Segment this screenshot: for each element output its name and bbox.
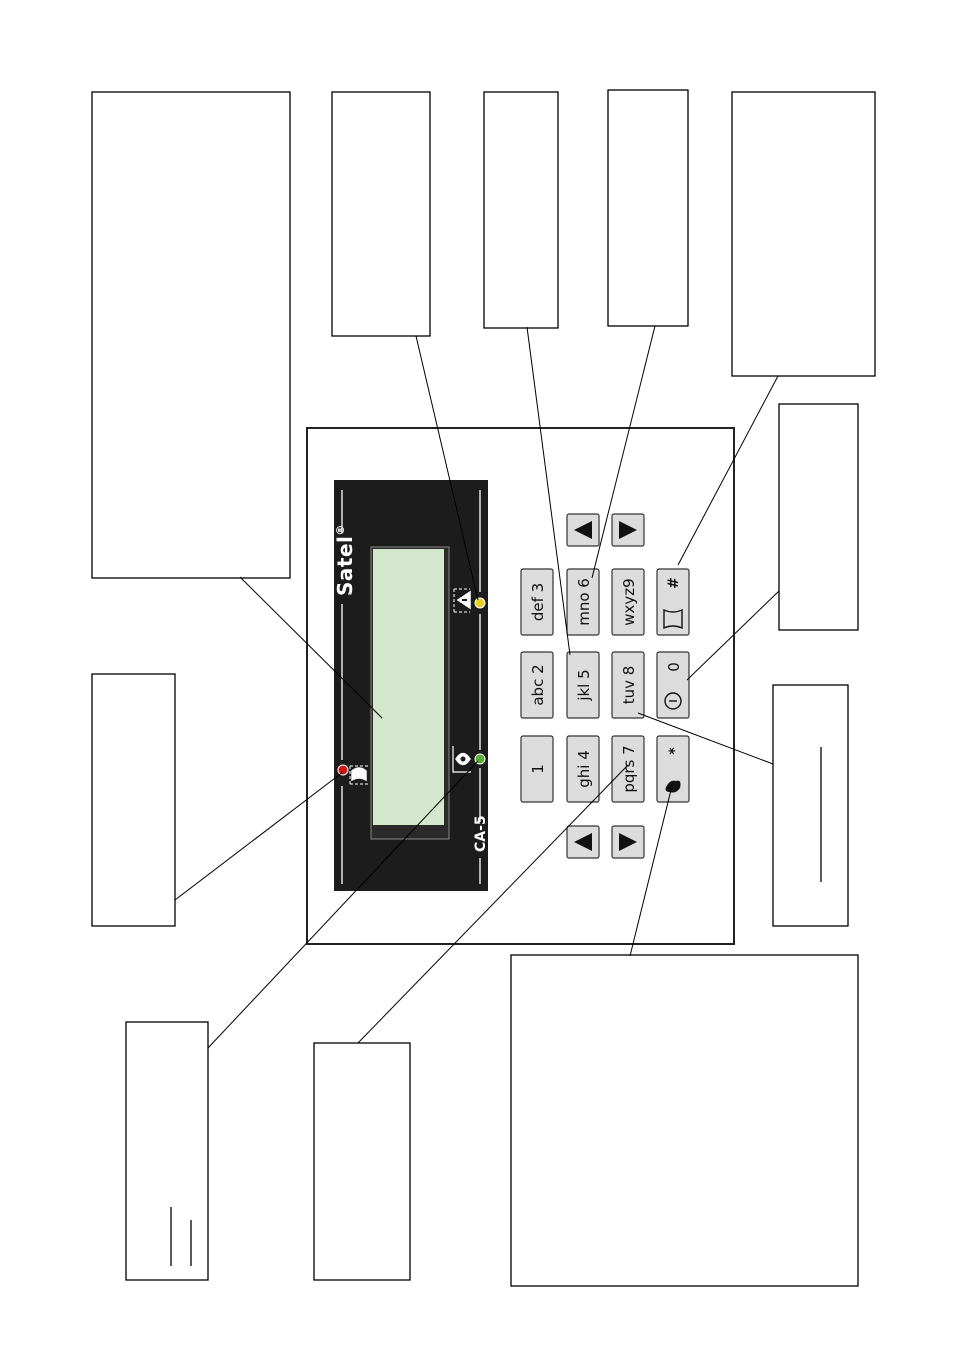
key-7[interactable] [611,735,645,803]
key-star[interactable] [656,735,690,803]
leader-key-7 [357,764,629,1044]
key-8[interactable] [611,651,645,719]
panic-icon [664,692,682,710]
alarm-led [337,764,349,776]
armed-eye-icon [452,746,471,773]
key-4-label: ghi 4 [575,750,593,788]
lcd-screen [373,549,444,825]
callout-box-star-key [510,954,859,1287]
key-0-label: 0 [665,662,683,672]
callout-box-alarm-led [91,673,176,927]
arrow-glyphs [574,521,637,851]
callout-box-key-5 [483,91,559,329]
leader-lcd [239,576,383,719]
fire-icon [665,780,681,793]
key-6-label: mno 6 [575,578,593,626]
key-3[interactable] [520,568,554,636]
arrow-right-icon [619,521,637,539]
callout-box-lcd-display [91,91,291,579]
key-1[interactable] [520,735,554,803]
key-hash[interactable] [656,568,690,636]
partial-arm-icon [663,608,683,630]
callout-box-trouble-led [331,91,431,337]
leader-key-5 [526,326,571,656]
box-rule-marks [170,747,822,1266]
callout-box-key-6 [607,89,689,327]
arrow-left-icon [574,521,592,539]
key-4[interactable] [566,735,600,803]
leader-hash-key [677,375,779,566]
key-9[interactable] [611,568,645,636]
leader-alarm-led [174,771,344,901]
key-7-label: pqrs 7 [620,745,638,792]
alarm-bell-icon [349,765,368,785]
callout-box-key-0 [778,403,859,631]
callout-box-armed-led [125,1021,209,1281]
model-label: CA-5 [473,815,489,852]
leader-lines [174,325,780,1049]
brand-logo: Satel® [333,524,357,596]
key-8-label: tuv 8 [620,666,638,705]
callout-boxes [91,89,876,1287]
trouble-warning-icon [453,588,471,613]
key-9-label: wxyz9 [620,578,638,625]
callout-box-key-7 [313,1042,411,1281]
callout-box-key-8 [772,684,849,927]
key-star-label: * [667,747,683,755]
leader-trouble-led [415,335,479,601]
key-5[interactable] [566,651,600,719]
key-1-label: 1 [529,764,547,774]
leader-armed-led [207,760,479,1049]
callout-box-hash-key [731,91,876,377]
key-hash-label: # [666,577,682,589]
key-2-label: abc 2 [529,664,547,705]
key-5-label: jkl 5 [575,669,593,701]
arrow-up-icon [619,833,637,851]
key-3-label: def 3 [529,583,547,621]
key-6[interactable] [566,568,600,636]
leader-key-6 [591,325,656,579]
leader-key-8 [637,712,774,765]
key-0[interactable] [656,651,690,719]
trouble-led [474,597,486,609]
leader-star-key [629,789,672,957]
panel-guide-lines [341,490,481,884]
leader-key-0 [686,590,780,681]
arrow-down-icon [574,833,592,851]
key-2[interactable] [520,651,554,719]
